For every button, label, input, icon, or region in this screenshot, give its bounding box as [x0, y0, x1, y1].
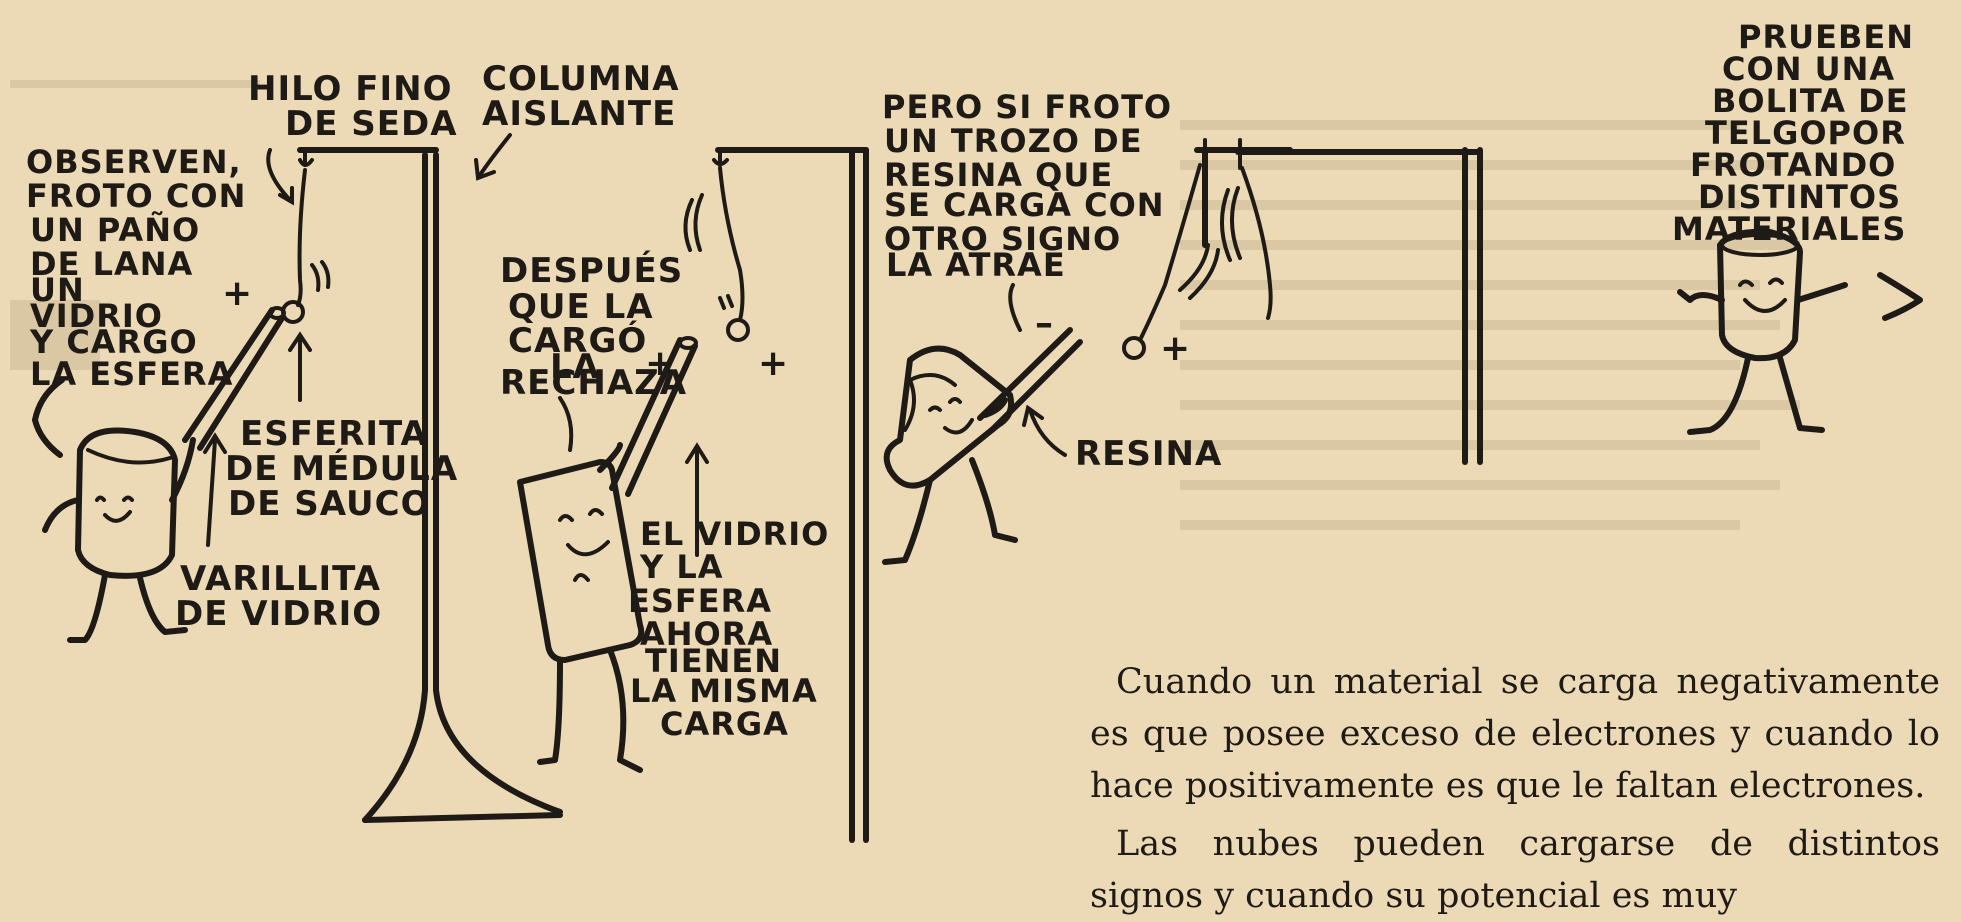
svg-text:DE LANA: DE LANA — [30, 245, 193, 283]
character-4 — [1677, 228, 1848, 435]
svg-text:ESFERITA: ESFERITA — [240, 414, 428, 454]
minus-sign-3: – — [1035, 303, 1054, 344]
label-hilo: HILO FINO DE SEDA — [248, 69, 458, 144]
svg-text:CARGA: CARGA — [660, 705, 789, 743]
svg-text:EL VIDRIO: EL VIDRIO — [640, 515, 829, 553]
label-pero: PERO SI FROTO UN TROZO DE RESINA QUE SE … — [882, 88, 1172, 284]
svg-text:OTRO SIGNO: OTRO SIGNO — [884, 220, 1121, 258]
silk-thread-1 — [296, 168, 307, 307]
arrow-elvidrio — [685, 442, 709, 557]
stand-1 — [297, 147, 563, 823]
svg-text:CON UNA: CON UNA — [1722, 50, 1895, 88]
stand-2 — [712, 147, 869, 843]
svg-text:DE VIDRIO: DE VIDRIO — [175, 594, 382, 634]
bracket-left — [32, 377, 65, 458]
label-observen: OBSERVEN, FROTO CON UN PAÑO DE LANA UN V… — [26, 143, 246, 393]
svg-text:LA ESFERA: LA ESFERA — [30, 355, 233, 393]
plus-sign-2a: + — [645, 343, 676, 384]
arrow-latrae — [1008, 283, 1022, 332]
character-3 — [882, 345, 1018, 565]
silk-thread-3 — [1138, 163, 1202, 342]
svg-text:AHORA: AHORA — [640, 615, 773, 653]
arrow-hilo — [266, 148, 294, 206]
illustration-scene: + + + — [10, 18, 1923, 843]
svg-text:UN: UN — [30, 271, 85, 309]
svg-text:CARGÓ: CARGÓ — [508, 320, 647, 361]
glass-rod-1 — [182, 306, 286, 451]
character-2 — [517, 442, 645, 773]
svg-text:VARILLITA: VARILLITA — [180, 559, 381, 599]
svg-text:DE MÉDULA: DE MÉDULA — [225, 448, 458, 489]
stand-4 — [1235, 138, 1483, 465]
label-despues: DESPUÉS QUE LA CARGÓ LA RECHAZA — [500, 250, 687, 403]
svg-text:DISTINTOS: DISTINTOS — [1698, 178, 1901, 216]
bracket-right — [1877, 272, 1923, 321]
motion-marks-1 — [310, 260, 331, 292]
paragraph-1: Cuando un material se carga negativament… — [1090, 662, 1940, 806]
svg-text:TIENEN: TIENEN — [645, 642, 782, 680]
label-resina: RESINA — [1075, 434, 1222, 474]
arrow-resina — [1022, 404, 1067, 457]
svg-text:FROTO CON: FROTO CON — [26, 177, 246, 215]
svg-text:LA ATRAE: LA ATRAE — [886, 246, 1066, 284]
pith-ball-3 — [1122, 336, 1146, 360]
silk-thread-2 — [718, 166, 745, 322]
explanation-text: Cuando un material se carga negativament… — [1090, 656, 1940, 922]
arrow-rechaza — [558, 396, 574, 452]
motion-marks-3 — [1178, 243, 1220, 300]
plus-sign-1: + — [222, 273, 253, 314]
silk-thread-4 — [1240, 166, 1273, 320]
svg-text:SE CARGA CON: SE CARGA CON — [884, 186, 1165, 224]
svg-text:TELGOPOR: TELGOPOR — [1705, 114, 1906, 152]
svg-text:COLUMNA: COLUMNA — [482, 59, 680, 99]
svg-text:FROTANDO: FROTANDO — [1690, 146, 1896, 184]
motion-marks-4 — [1219, 186, 1242, 262]
svg-text:DESPUÉS: DESPUÉS — [500, 250, 683, 291]
arrow-varillita — [203, 432, 227, 547]
svg-text:BOLITA DE: BOLITA DE — [1712, 82, 1909, 120]
svg-text:RECHAZA: RECHAZA — [500, 363, 687, 403]
svg-text:UN PAÑO: UN PAÑO — [30, 211, 200, 249]
pith-ball-2 — [726, 318, 750, 342]
pith-ball-1 — [281, 300, 305, 324]
arrow-esferita — [288, 331, 312, 402]
label-esferita: ESFERITA DE MÉDULA DE SAUCO — [225, 414, 458, 524]
svg-text:OBSERVEN,: OBSERVEN, — [26, 143, 242, 181]
arrow-columna — [474, 133, 512, 181]
svg-text:DE SAUCO: DE SAUCO — [228, 484, 431, 524]
plus-sign-2b: + — [758, 343, 789, 384]
character-1 — [42, 427, 196, 643]
svg-text:RESINA QUE: RESINA QUE — [884, 156, 1113, 194]
label-prueben: PRUEBEN CON UNA BOLITA DE TELGOPOR FROTA… — [1672, 18, 1914, 248]
svg-text:ESFERA: ESFERA — [628, 582, 772, 620]
svg-text:LA: LA — [550, 347, 600, 387]
svg-text:LA MISMA: LA MISMA — [630, 672, 818, 710]
svg-text:UN TROZO DE: UN TROZO DE — [884, 122, 1143, 160]
glass-rod-2 — [609, 336, 698, 497]
paragraph-2: Las nubes pueden cargarse de distintos s… — [1090, 824, 1940, 916]
svg-text:QUE LA: QUE LA — [508, 287, 654, 327]
stand-3 — [1194, 138, 1293, 248]
svg-text:AISLANTE: AISLANTE — [482, 94, 676, 134]
svg-text:VIDRIO: VIDRIO — [30, 297, 163, 335]
svg-text:Y CARGO: Y CARGO — [29, 323, 198, 361]
svg-text:HILO FINO: HILO FINO — [248, 69, 453, 109]
label-varillita: VARILLITA DE VIDRIO — [175, 559, 382, 634]
svg-text:PRUEBEN: PRUEBEN — [1738, 18, 1914, 56]
svg-text:DE SEDA: DE SEDA — [285, 104, 458, 144]
svg-text:PERO SI FROTO: PERO SI FROTO — [882, 88, 1172, 126]
svg-text:Y LA: Y LA — [639, 548, 723, 586]
plus-sign-3: + — [1160, 328, 1191, 369]
motion-marks-2 — [683, 193, 734, 310]
svg-text:MATERIALES: MATERIALES — [1672, 210, 1906, 248]
label-elvidrio: EL VIDRIO Y LA ESFERA AHORA TIENEN LA MI… — [628, 515, 829, 743]
label-columna: COLUMNA AISLANTE — [482, 59, 680, 134]
